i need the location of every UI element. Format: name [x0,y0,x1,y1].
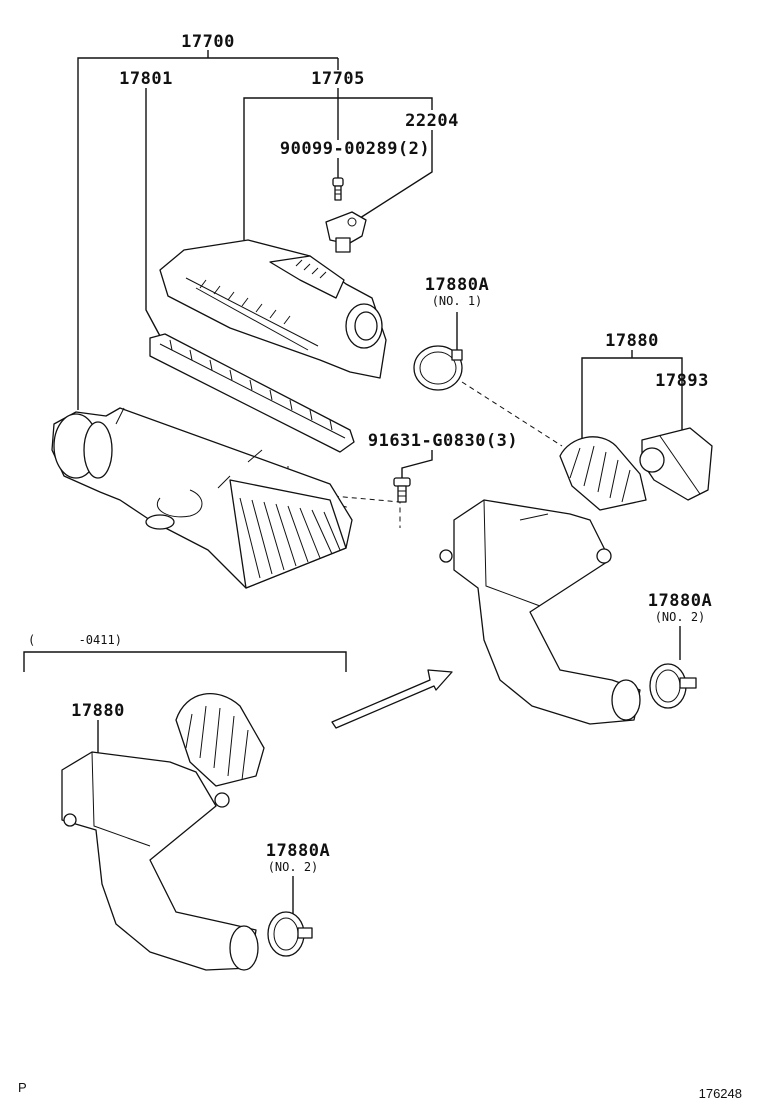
intake-hose-left [61,693,265,971]
label-91631-g0830: 91631-G0830(3) [368,431,518,451]
label-17880-right: 17880 [605,331,659,351]
label-date-range: ( -0411) [28,633,122,647]
label-no1: (NO. 1) [432,294,483,308]
corner-letter: P [18,1080,27,1095]
label-90099-00289: 90099-00289(2) [280,139,430,159]
hose-clamp-no1 [413,345,463,391]
hose-clamp-no2-left [267,911,313,957]
label-no2-right: (NO. 2) [655,610,706,624]
bolt-91631 [393,477,411,503]
label-17700: 17700 [181,32,235,52]
label-17705: 17705 [311,69,365,89]
label-17880a-left: 17880A [266,841,330,861]
label-no2-left: (NO. 2) [268,860,319,874]
intake-hose-right [439,436,647,725]
screw-90099 [332,177,344,201]
label-22204: 22204 [405,111,459,131]
direction-arrow [331,669,453,729]
label-17801: 17801 [119,69,173,89]
label-17880a-top: 17880A [425,275,489,295]
hose-clamp-no2-right [649,663,697,709]
airflow-meter-22204 [325,211,367,253]
air-cleaner-case [51,407,353,589]
filter-element-17801 [149,333,355,453]
resonator-17893 [639,427,713,501]
air-cleaner-cap-17705 [159,239,387,379]
part-labels: 17700 17801 17705 22204 90099-00289(2) 1… [18,32,742,1101]
label-17880-left: 17880 [71,701,125,721]
drawing-number: 176248 [699,1086,742,1101]
label-17880a-right: 17880A [648,591,712,611]
label-17893: 17893 [655,371,709,391]
